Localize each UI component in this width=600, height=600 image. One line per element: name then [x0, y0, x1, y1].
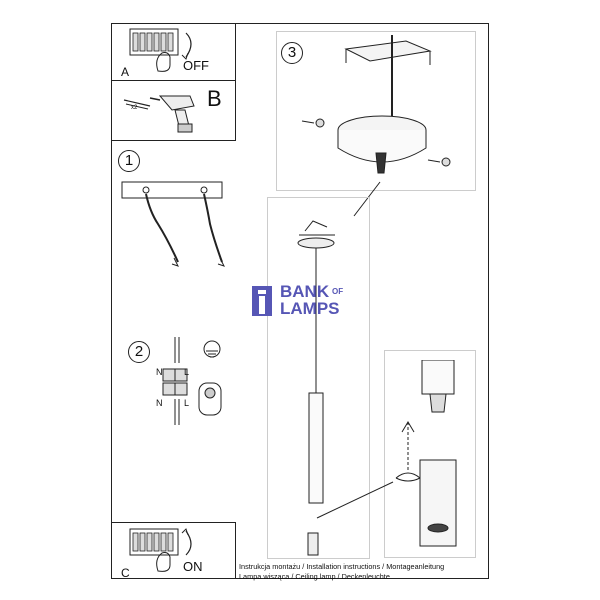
- neutral-label-top: N: [156, 367, 163, 377]
- step-a-off-label: OFF: [183, 58, 209, 73]
- lamp-panel: [267, 197, 370, 559]
- footer-line-2: Lampa wisząca / Ceiling lamp / Deckenleu…: [239, 572, 390, 581]
- drill-icon: [123, 95, 195, 133]
- ceiling-cables-illustration: [121, 181, 225, 267]
- bulb-insertion-detail: [395, 360, 457, 547]
- watermark-of: OF: [332, 287, 344, 296]
- neutral-label-bottom: N: [156, 398, 163, 408]
- fuse-box-off-icon: [129, 28, 192, 72]
- watermark-lamps: LAMPS: [280, 299, 340, 318]
- fuse-box-on-icon: [129, 528, 192, 572]
- lighthouse-icon: [252, 286, 272, 316]
- step-c-panel: [111, 522, 236, 579]
- step-2-number: 2: [128, 341, 150, 363]
- watermark-bank: BANK: [280, 282, 330, 301]
- terminal-block-illustration: [162, 337, 222, 425]
- leader-line: [353, 181, 381, 217]
- detail-connector-line: [316, 481, 394, 519]
- step-b-panel: [111, 81, 236, 141]
- step-3-panel: [276, 31, 476, 191]
- live-label-bottom: L: [184, 398, 190, 408]
- bulb-detail-panel: [384, 350, 476, 558]
- step-a-panel: [111, 23, 236, 81]
- pendant-lamp-illustration: [297, 220, 335, 556]
- bank-of-lamps-watermark: BANK OF LAMPS: [248, 282, 358, 318]
- step-3-number: 3: [281, 42, 303, 64]
- live-label-top: L: [184, 367, 190, 377]
- step-b-letter: B: [207, 86, 222, 111]
- step-a-letter: A: [121, 65, 130, 79]
- step-c-letter: C: [121, 566, 130, 580]
- screw-count: x2: [131, 105, 138, 111]
- step-1-number: 1: [118, 150, 140, 172]
- footer-line-1: Instrukcja montażu / Installation instru…: [239, 562, 445, 571]
- canopy-mounting-illustration: [301, 35, 451, 174]
- step-c-on-label: ON: [183, 559, 203, 574]
- instruction-sheet-frame: [111, 23, 489, 579]
